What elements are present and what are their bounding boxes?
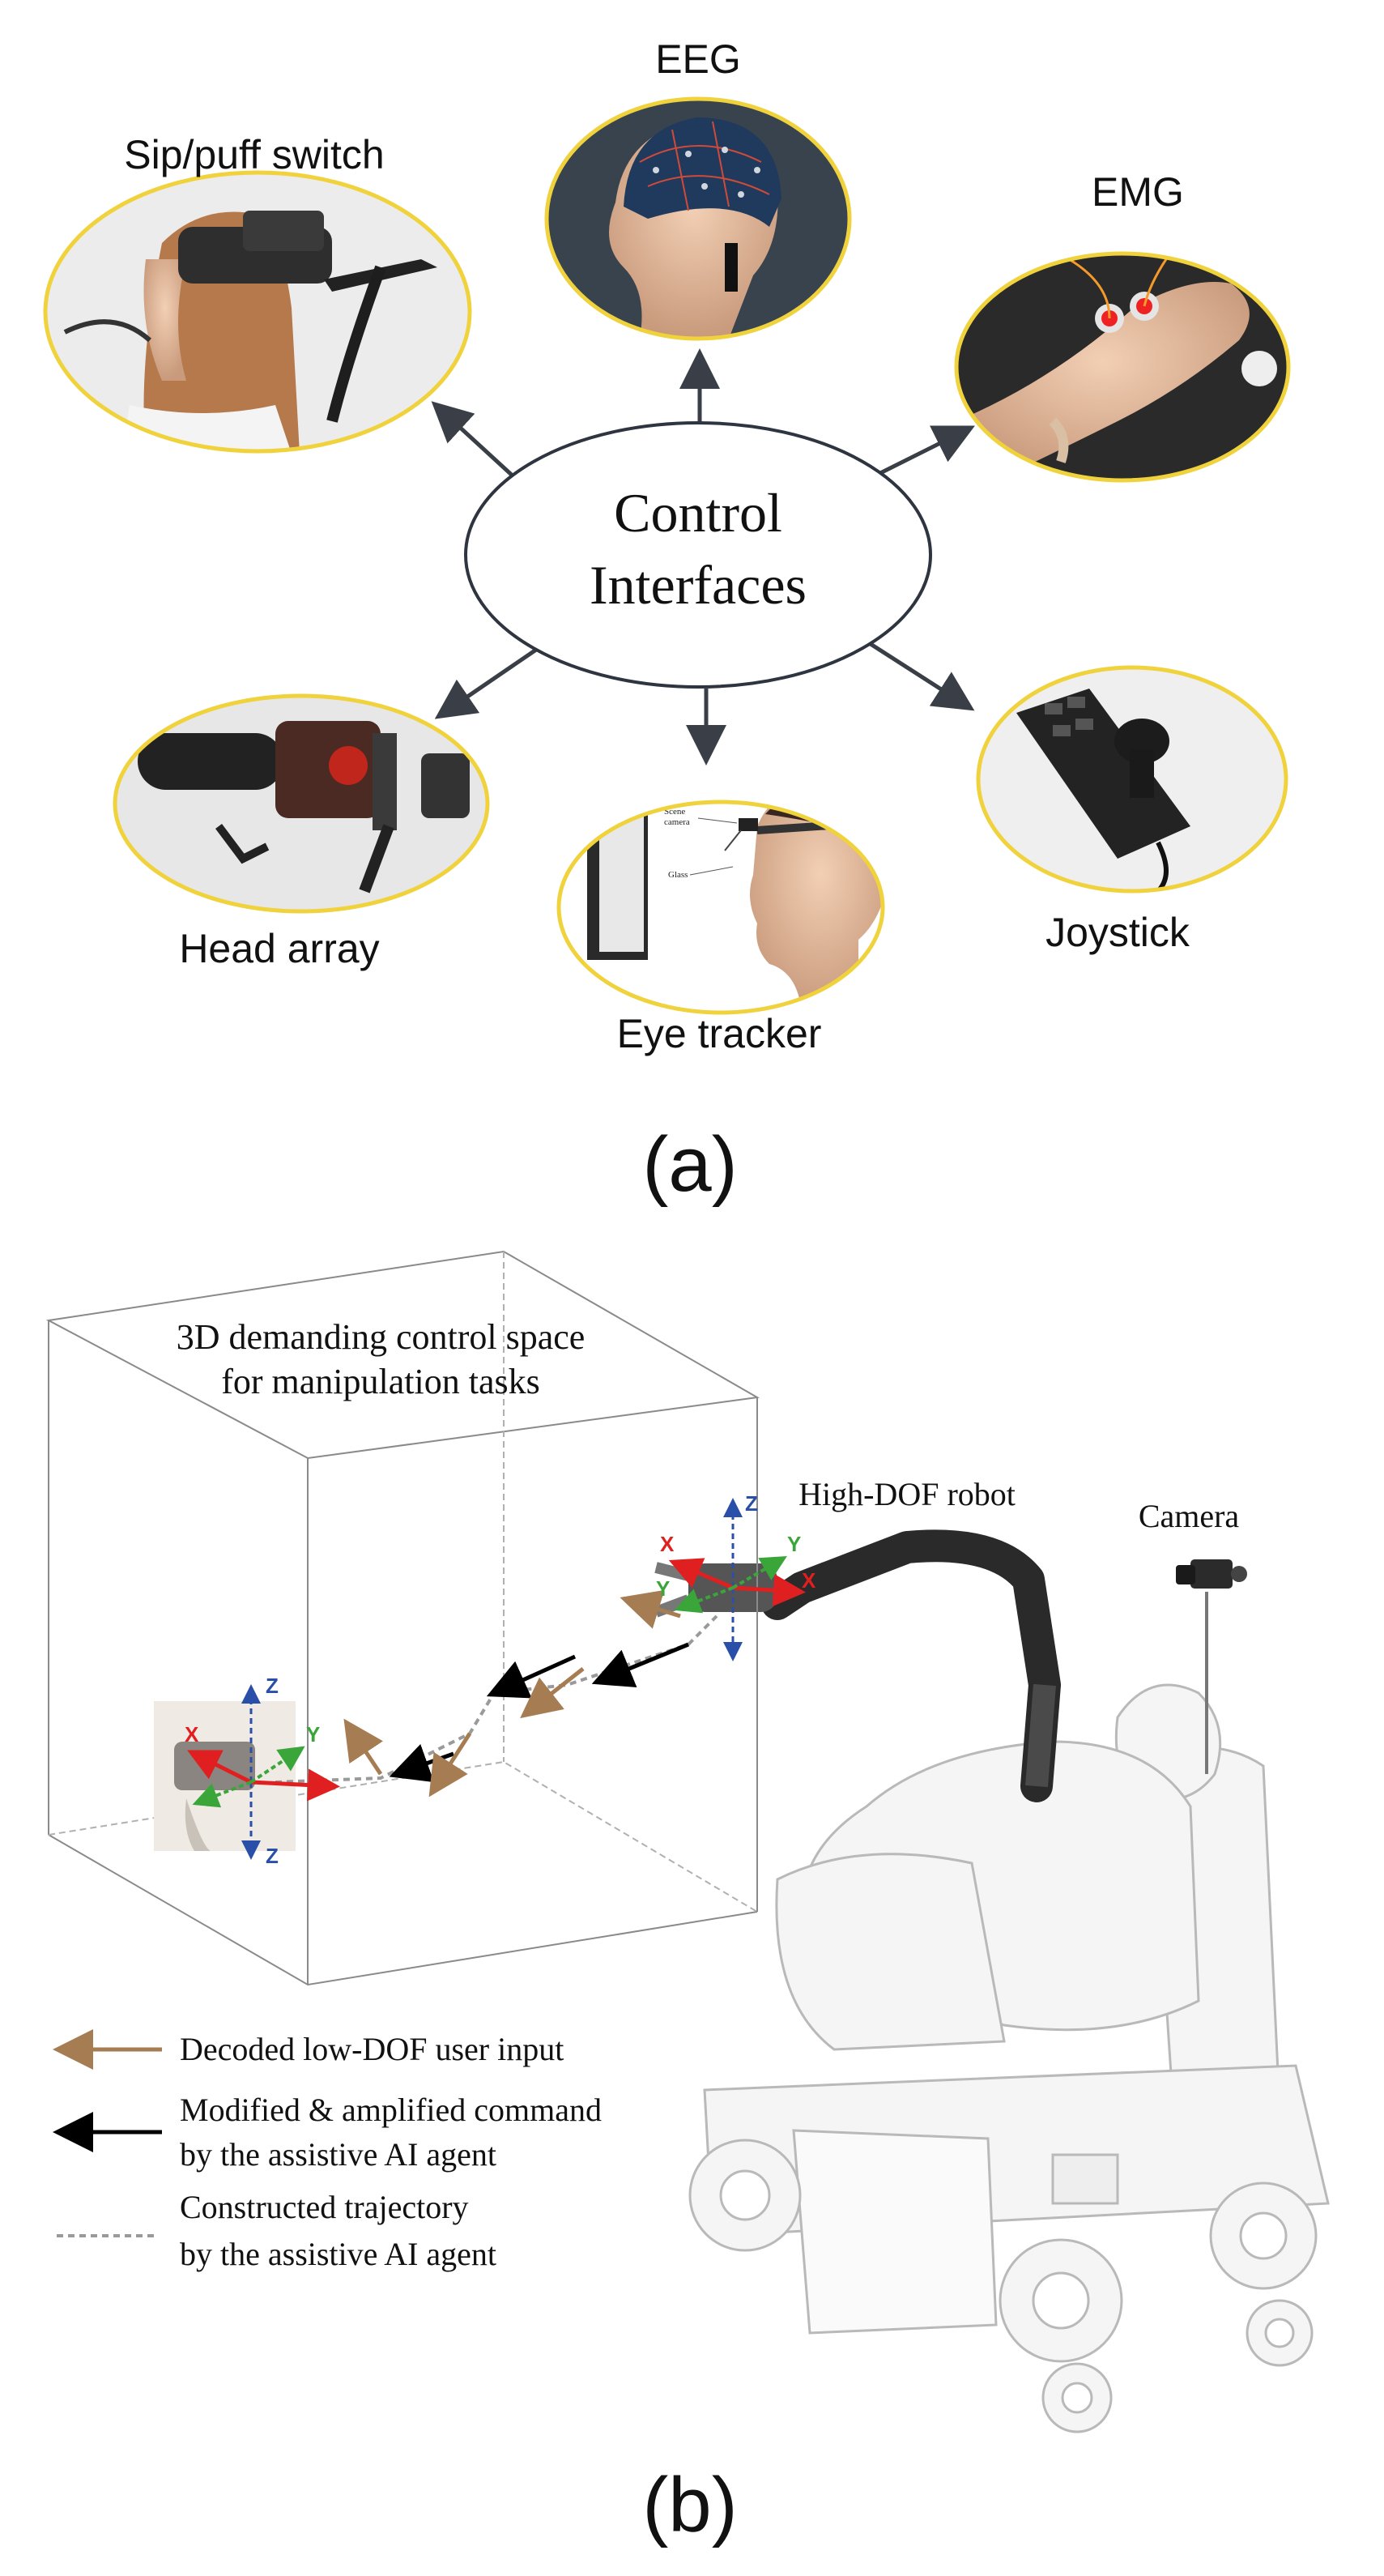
left-x-label: X [185,1722,199,1746]
eye-tracker-oval [556,800,885,1015]
interface-arrows [431,348,975,766]
robot-y-label-left: Y [656,1576,670,1601]
left-z-label-bottom: Z [266,1844,279,1868]
command-arrows [389,1642,689,1783]
arrow-to-joystick [869,642,975,711]
eeg-oval [544,96,852,341]
robot-x-label: X [660,1532,675,1556]
robot-z-label: Z [745,1491,758,1516]
caption-b: (b) [642,2462,737,2548]
glass-annotation: Glass [668,870,688,880]
eye-tracker-label: Eye tracker [617,1011,822,1056]
emg-oval [954,251,1291,483]
left-coordinate-frame: Z Z X Y [185,1674,340,1868]
control-interfaces-ellipse [464,421,932,689]
legend-trajectory-line2: by the assistive AI agent [180,2236,496,2272]
robot-y-label: Y [787,1532,801,1556]
panel-a: Control Interfaces Sip/puff switch [43,36,1291,1208]
joystick-image [976,665,1288,893]
legend-command-line2: by the assistive AI agent [180,2136,496,2173]
emg-image [954,251,1291,483]
arrow-to-head-array [434,646,540,719]
sip-puff-label: Sip/puff switch [124,132,384,177]
head-array-oval [113,693,490,914]
head-array-image [113,693,490,914]
scene-camera-annotation-line2: camera [664,817,690,827]
eye-tracker-image: Scene camera Glass [556,800,885,1015]
camera-icon [1176,1559,1247,1774]
caption-a: (a) [642,1121,737,1208]
joystick-oval [976,665,1288,893]
legend-user-input-label: Decoded low-DOF user input [180,2031,564,2067]
robot-coordinate-frame: Z X X Y Y [656,1491,816,1661]
arrow-to-emg [877,425,975,476]
constructed-trajectory [275,1614,718,1784]
sip-puff-oval [43,170,472,454]
space-label-line1: 3D demanding control space [177,1317,586,1357]
eeg-label: EEG [655,36,741,82]
emg-label: EMG [1092,169,1184,215]
wheelchair-user-drawing [688,1683,1330,2433]
left-z-label: Z [266,1674,279,1698]
panel-b: Camera High-DOF robot 3D demanding contr… [45,1250,1330,2548]
joystick-label: Joystick [1045,910,1190,955]
user-input-arrows [343,1589,681,1798]
head-array-label: Head array [179,926,379,971]
center-label-line1: Control [614,482,782,544]
robot-x-label-right: X [802,1568,816,1593]
camera-label: Camera [1139,1498,1240,1534]
legend-command-line1: Modified & amplified command [180,2092,602,2128]
space-label-line2: for manipulation tasks [221,1362,540,1401]
left-y-label: Y [306,1722,320,1746]
sip-puff-image [43,170,472,454]
robot-label: High-DOF robot [798,1476,1016,1512]
target-object [154,1701,296,1851]
eeg-image [544,96,852,341]
center-label-line2: Interfaces [590,554,807,616]
arrow-to-sip-puff [431,401,517,480]
legend: Decoded low-DOF user input Modified & am… [53,2029,602,2272]
legend-trajectory-line1: Constructed trajectory [180,2189,469,2225]
